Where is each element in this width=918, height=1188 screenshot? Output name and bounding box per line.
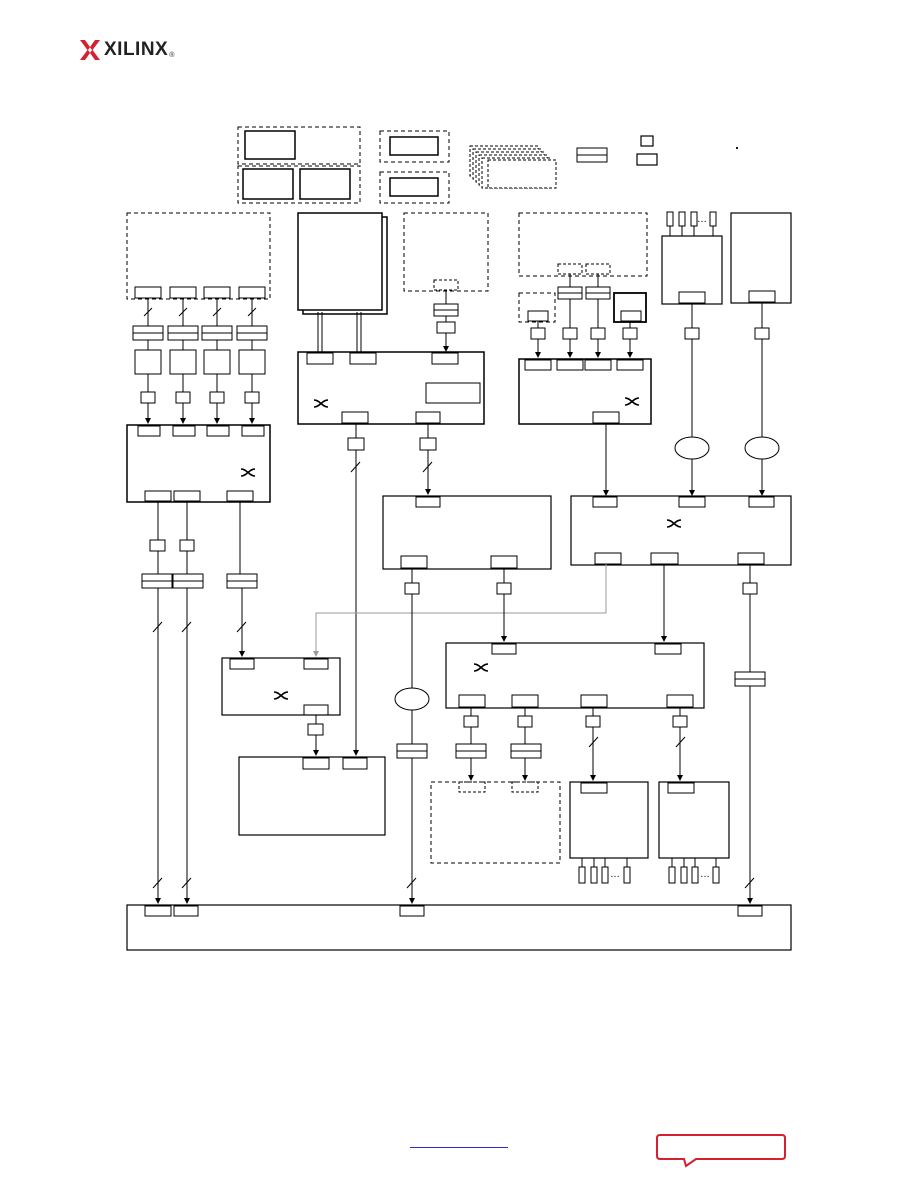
- far-right-block: [730, 212, 792, 304]
- left-column-downlinks: [141, 501, 258, 904]
- bottom-left-interconnect-block: [221, 657, 341, 716]
- pin-ellipsis: …: [610, 869, 620, 880]
- stacked-block-links: [317, 312, 362, 352]
- bottom-dashed-target-block: [430, 781, 561, 864]
- registered-mark: ®: [169, 51, 175, 59]
- stacked-solid-block: [297, 212, 388, 315]
- bottom-right-interconnect-block: [445, 642, 705, 709]
- right-interconnect-block: [570, 495, 792, 566]
- left-interconnect-block: [126, 424, 271, 503]
- legend-solid-block: [244, 130, 296, 160]
- legend-solid-block: [299, 168, 351, 200]
- top-left-dashed-block: [126, 212, 271, 300]
- legend-small-square: [640, 135, 654, 147]
- pin-io-block-bottom-1: [569, 781, 649, 884]
- center-right-inputs: [518, 274, 647, 358]
- middle-downlinks: [394, 564, 766, 904]
- legend-solid-block: [389, 136, 439, 156]
- center-right-interconnect-block: [518, 358, 652, 425]
- brand-name: XILINX: [104, 39, 169, 60]
- bottom-right-downlinks: [455, 707, 688, 781]
- legend-small-rect: [636, 153, 658, 166]
- left-column-chain: [132, 298, 268, 424]
- xilinx-x-logo-icon: [80, 40, 100, 60]
- legend-dot: [735, 146, 739, 150]
- legend-stacked-cards: [469, 145, 557, 189]
- xilinx-logo: XILINX ®: [80, 38, 174, 62]
- legend-dashed-group-2: [237, 165, 361, 204]
- gray-feedback-connector: [313, 564, 607, 657]
- legend-dashed-group-4: [379, 171, 450, 204]
- bottom-left-target-block: [238, 756, 386, 836]
- pin-ellipsis: …: [700, 869, 710, 880]
- bottom-left-links: [307, 715, 324, 756]
- center-memory-block: [382, 495, 552, 570]
- legend-dashed-group-3: [379, 130, 450, 163]
- bottom-bus-block: [126, 904, 792, 951]
- top-right-dashed-block: [518, 212, 648, 277]
- pin-io-block-top: [661, 211, 723, 305]
- legend: [237, 126, 739, 204]
- center-left-downlinks: [347, 423, 437, 756]
- legend-dashed-group-1: [237, 126, 361, 165]
- legend-solid-block: [242, 168, 294, 200]
- pin-io-block-bottom-2: [658, 781, 730, 884]
- far-right-links: [603, 302, 780, 496]
- speech-bubble-outline-icon[interactable]: [656, 1133, 788, 1169]
- pin-ellipsis: …: [697, 214, 707, 225]
- legend-fifo-symbol: [576, 147, 608, 163]
- legend-solid-block: [389, 177, 439, 197]
- footer-hyperlink[interactable]: [410, 1133, 508, 1148]
- top-middle-dashed-block: [403, 212, 489, 292]
- center-left-interconnect-block: [297, 351, 485, 425]
- top-middle-link: [433, 290, 459, 352]
